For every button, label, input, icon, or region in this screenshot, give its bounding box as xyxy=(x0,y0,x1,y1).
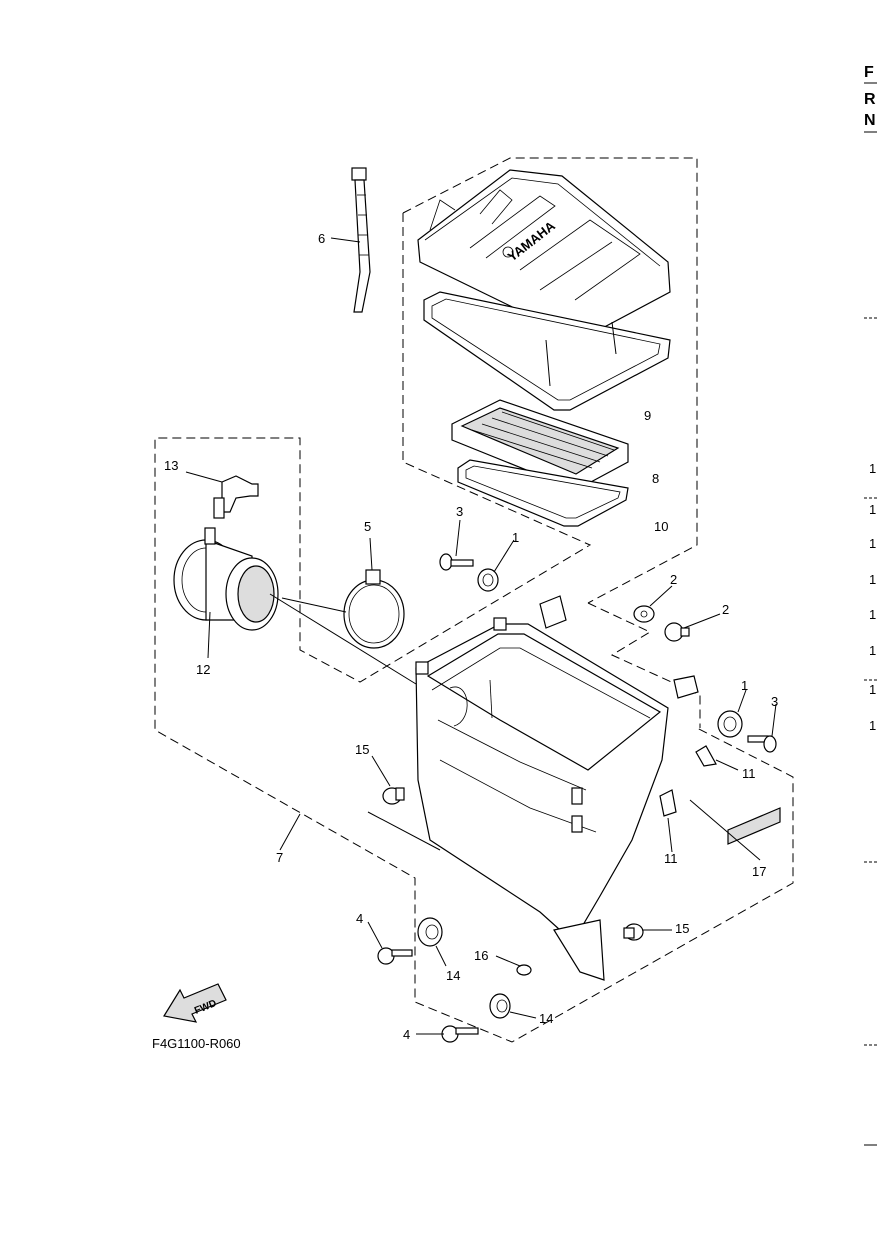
hose-clamp xyxy=(281,537,405,649)
edge-number: 1 xyxy=(869,536,876,551)
callout: 3 xyxy=(771,694,778,709)
edge-letter: R xyxy=(864,91,876,108)
callout: 16 xyxy=(474,948,488,963)
bolt-and-grommet-right xyxy=(717,689,777,753)
edge-number: 1 xyxy=(869,682,876,697)
plugs xyxy=(371,755,672,941)
callout: 4 xyxy=(403,1027,410,1042)
filter-gasket xyxy=(457,459,629,527)
callout: 15 xyxy=(675,921,689,936)
edge-letter: N xyxy=(864,112,876,129)
callout: 11 xyxy=(664,851,678,866)
air-filter-element xyxy=(451,399,629,491)
caution-label xyxy=(689,799,781,861)
callout: 3 xyxy=(456,504,463,519)
callout: 15 xyxy=(355,742,369,757)
callout: 13 xyxy=(164,458,178,473)
edge-letter: F xyxy=(864,64,874,81)
hose-fitting xyxy=(185,471,259,519)
edge-number: 1 xyxy=(869,718,876,733)
group-outlines xyxy=(154,157,794,1043)
edge-number: 1 xyxy=(869,461,876,476)
figure-code: F4G1100-R060 xyxy=(152,1036,241,1051)
callout: 7 xyxy=(276,850,283,865)
page-edge: F R N 1 1 1 1 1 1 1 1 xyxy=(864,64,877,1146)
callout: 12 xyxy=(196,662,210,677)
callout: 10 xyxy=(654,519,668,534)
callout: 8 xyxy=(652,471,659,486)
air-filter-case xyxy=(279,595,699,981)
cable-tie xyxy=(330,167,371,313)
callout: 17 xyxy=(752,864,766,879)
callout: 6 xyxy=(318,231,325,246)
callout: 1 xyxy=(741,678,748,693)
callout: 1 xyxy=(512,530,519,545)
bolt-and-grommet-upper xyxy=(439,519,515,592)
fwd-arrow-icon: FWD xyxy=(163,983,227,1023)
clips xyxy=(659,745,739,853)
edge-number: 1 xyxy=(869,643,876,658)
callout-labels: 1 1 2 2 3 3 4 4 5 6 7 8 9 10 11 11 12 13… xyxy=(164,231,778,1042)
edge-number: 1 xyxy=(869,572,876,587)
callout: 9 xyxy=(644,408,651,423)
callout: 11 xyxy=(742,766,756,781)
callout: 4 xyxy=(356,911,363,926)
air-filter-cover: YAMAHA xyxy=(417,169,671,411)
callout: 5 xyxy=(364,519,371,534)
callout: 2 xyxy=(670,572,677,587)
callout: 14 xyxy=(446,968,460,983)
callout: 2 xyxy=(722,602,729,617)
edge-number: 1 xyxy=(869,607,876,622)
edge-number: 1 xyxy=(869,502,876,517)
intake-joint xyxy=(173,527,417,685)
lower-fasteners xyxy=(367,917,537,1043)
collars xyxy=(633,585,721,642)
callout: 14 xyxy=(539,1011,553,1026)
